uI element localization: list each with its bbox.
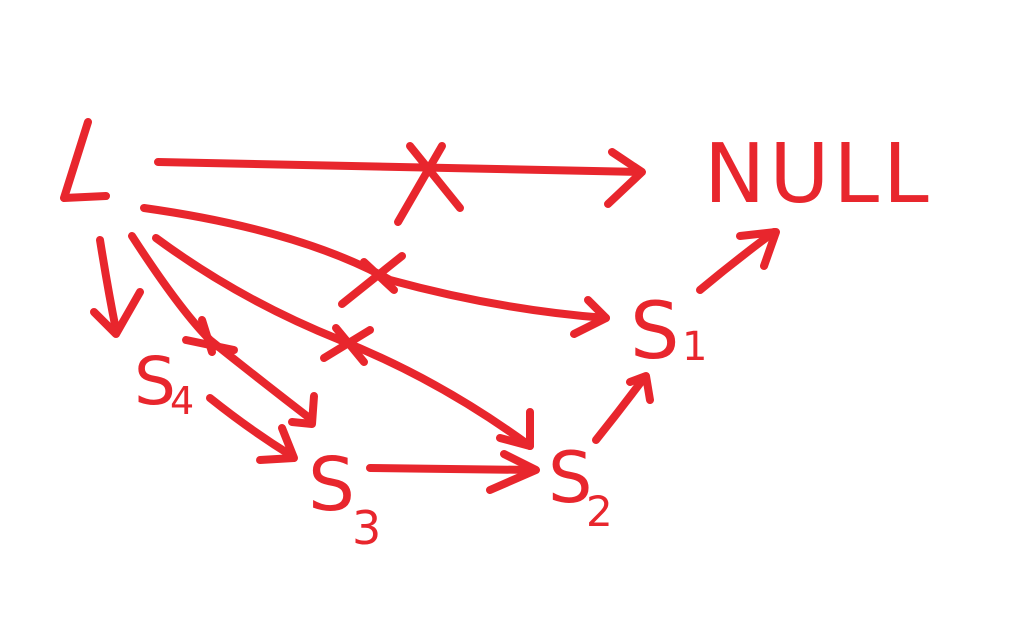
node-s4-letter: S <box>134 343 176 420</box>
node-s3: S 3 <box>308 442 381 555</box>
node-head-L: L <box>0 0 110 202</box>
edge-S3-to-S2 <box>366 450 540 494</box>
edge-S4-to-S3 <box>206 394 298 464</box>
edge-L-to-S1 <box>140 204 610 338</box>
node-head-L-text: L <box>0 0 1 1</box>
cross-out-mark <box>182 336 238 354</box>
node-s1-subscript: 1 <box>682 324 707 370</box>
edge-L-to-NULL <box>154 142 646 226</box>
cross-out-mark <box>406 142 464 212</box>
node-s1: S 1 <box>630 287 707 377</box>
edge-L-to-S2 <box>152 234 534 450</box>
edge-S1-to-NULL <box>696 228 780 294</box>
node-s1-letter: S <box>630 287 680 377</box>
edge-S2-to-S1 <box>592 372 654 444</box>
node-s4: S 4 <box>134 343 194 423</box>
edge-L-to-S3 <box>128 232 318 428</box>
node-null-text: NULL <box>704 127 933 222</box>
node-s3-letter: S <box>308 442 355 528</box>
cross-out-mark <box>338 252 406 308</box>
node-s3-subscript: 3 <box>352 501 381 555</box>
node-null: NULL <box>704 127 933 222</box>
cross-out-mark <box>320 326 374 362</box>
node-s2: S 2 <box>548 437 613 536</box>
node-s2-letter: S <box>548 437 592 519</box>
node-s2-subscript: 2 <box>586 487 613 536</box>
edge-L-to-S4 <box>90 236 144 338</box>
cross-out-mark <box>394 142 446 226</box>
node-s4-subscript: 4 <box>170 379 194 423</box>
